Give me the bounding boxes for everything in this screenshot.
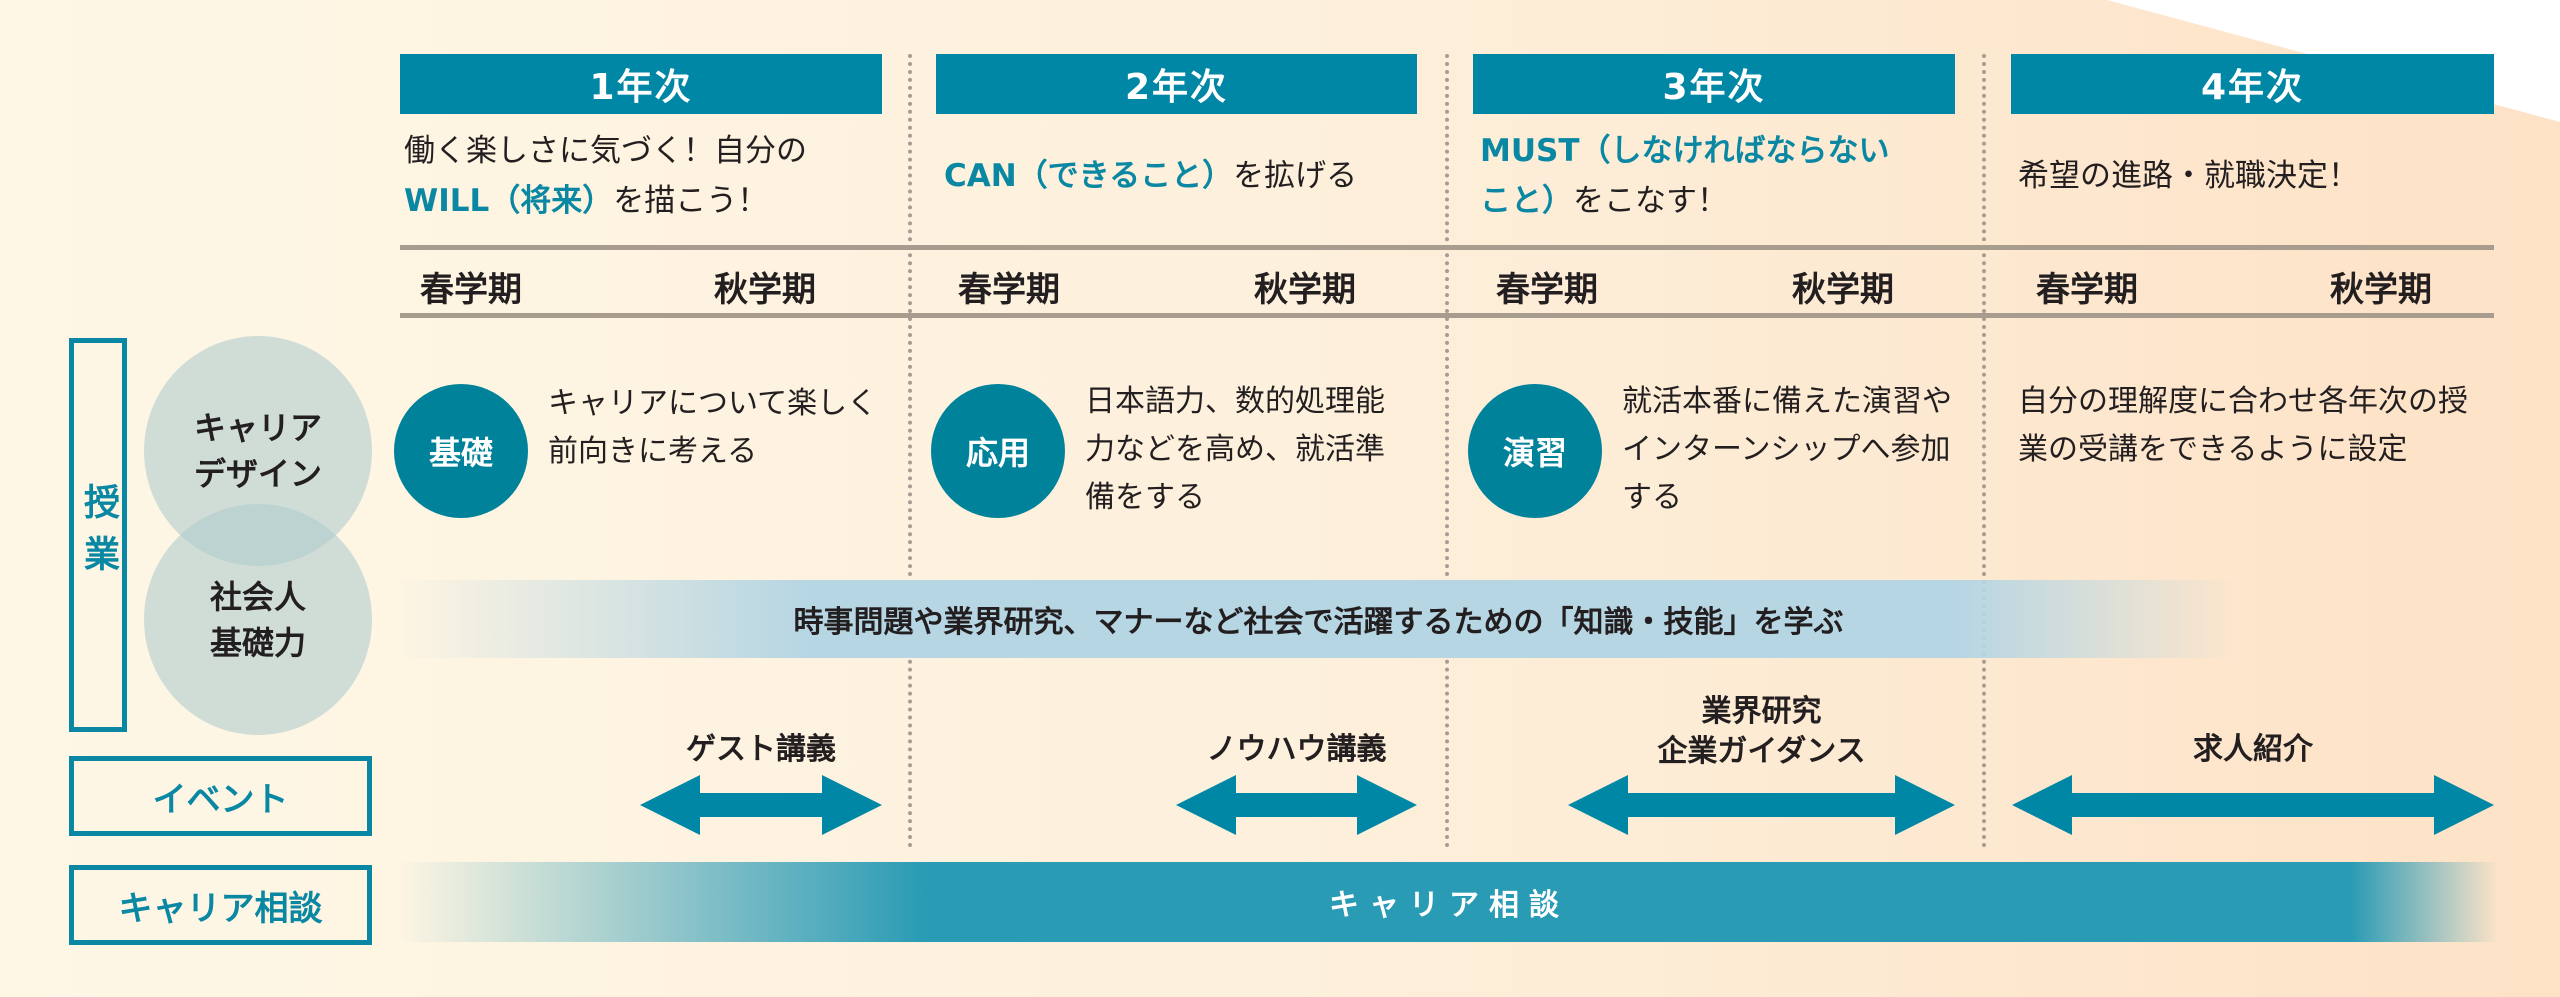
semester-autumn: 秋学期 xyxy=(714,270,816,310)
double-arrow-icon xyxy=(1176,775,1417,835)
course-desc: 日本語力、数的処理能力などを高め、就活準備をする xyxy=(1085,384,1385,515)
semester-autumn: 秋学期 xyxy=(2330,270,2432,310)
career-bar-text: キャリア相談 xyxy=(1329,888,1569,923)
badge-ouyou: 応用 xyxy=(931,384,1065,518)
semester-spring: 春学期 xyxy=(420,270,522,310)
year-3-subtitle: MUST（しなければならないこと）をこなす！ xyxy=(1480,133,1890,219)
banner-text: 時事問題や業界研究、マナーなど社会で活躍するための「知識・技能」を学ぶ xyxy=(793,605,1844,640)
double-arrow-icon xyxy=(2012,775,2494,835)
career-design-circle: キャリアデザイン xyxy=(144,336,372,566)
event-label-industry: 業界研究 企業ガイダンス xyxy=(1657,694,1866,769)
double-arrow-icon xyxy=(640,775,882,835)
badge-kiso: 基礎 xyxy=(394,384,528,518)
course-desc: キャリアについて楽しく前向きに考える xyxy=(548,386,878,469)
skills-banner: 時事問題や業界研究、マナーなど社会で活躍するための「知識・技能」を学ぶ xyxy=(400,580,2237,658)
rule xyxy=(400,313,2494,318)
year-4-header: 4年次 xyxy=(2011,54,2494,114)
event-label-jobs: 求人紹介 xyxy=(2193,732,2313,767)
event-label-guest: ゲスト講義 xyxy=(686,732,836,767)
event-label: イベント xyxy=(69,756,372,836)
year-2-header: 2年次 xyxy=(936,54,1417,114)
year-3-header: 3年次 xyxy=(1473,54,1955,114)
semester-autumn: 秋学期 xyxy=(1792,270,1894,310)
semester-spring: 春学期 xyxy=(2036,270,2138,310)
divider xyxy=(1982,54,1986,848)
year-1-header: 1年次 xyxy=(400,54,882,114)
course-desc: 自分の理解度に合わせ各年次の授業の受講をできるように設定 xyxy=(2018,384,2468,467)
double-arrow-icon xyxy=(1568,775,1955,835)
shakaijin-circle: 社会人基礎力 xyxy=(144,504,372,735)
semester-autumn: 秋学期 xyxy=(1254,270,1356,310)
career-consult-label: キャリア相談 xyxy=(69,865,372,945)
event-label-knowhow: ノウハウ講義 xyxy=(1206,732,1387,767)
divider xyxy=(908,54,912,848)
rule xyxy=(400,245,2494,250)
year-2-subtitle: CAN（できること）を拡げる xyxy=(944,158,1358,194)
badge-enshu: 演習 xyxy=(1468,384,1602,518)
career-consult-bar: キャリア相談 xyxy=(400,862,2498,942)
class-label: 授業 xyxy=(69,338,127,732)
year-4-subtitle: 希望の進路・就職決定！ xyxy=(2018,158,2359,194)
divider xyxy=(1445,54,1449,848)
semester-spring: 春学期 xyxy=(1496,270,1598,310)
semester-spring: 春学期 xyxy=(958,270,1060,310)
course-desc: 就活本番に備えた演習やインターンシップへ参加する xyxy=(1622,384,1952,515)
